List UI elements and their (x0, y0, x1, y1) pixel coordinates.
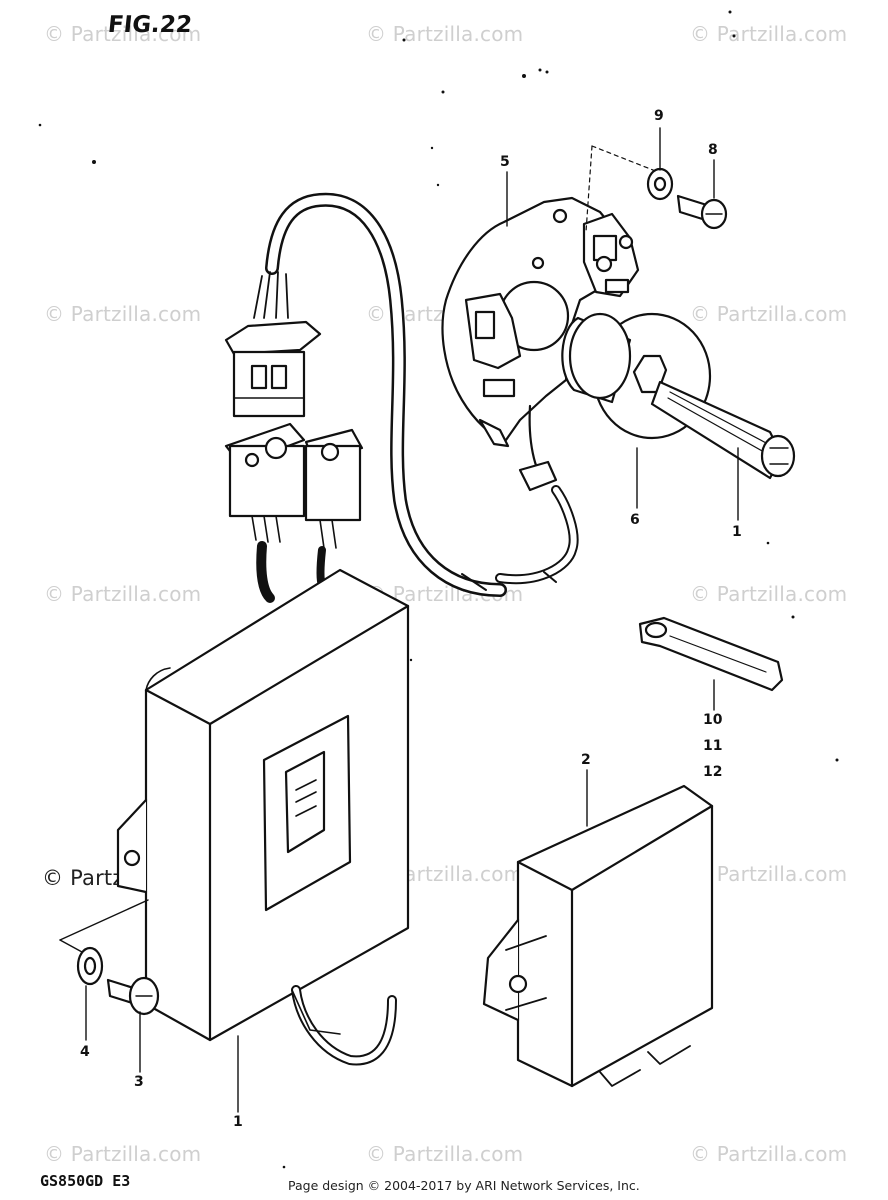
watermark: © Partzilla.com (44, 22, 202, 46)
callout-8: 8 (708, 142, 718, 158)
leader-lines (85, 127, 739, 1113)
callout-4: 4 (80, 1044, 90, 1060)
watermark: © Partzilla.com (44, 1142, 202, 1166)
callout-6: 6 (630, 512, 640, 528)
callout-12: 12 (703, 764, 722, 780)
callout-3: 3 (134, 1074, 144, 1090)
callout-5: 5 (500, 154, 510, 170)
screw-8 (676, 194, 728, 230)
callout-1-bottom: 1 (233, 1114, 243, 1130)
watermark: © Partzilla.com (44, 582, 202, 606)
washer-4 (76, 946, 104, 986)
screw-3 (106, 976, 160, 1016)
watermark: © Partzilla.com (690, 1142, 848, 1166)
watermark: © Partzilla.com (44, 302, 202, 326)
callout-11: 11 (703, 738, 722, 754)
ignitor-unit-small (482, 784, 714, 1088)
signal-rotor (561, 312, 796, 480)
watermark: © Partzilla.com (690, 582, 848, 606)
callout-10: 10 (703, 712, 723, 728)
model-code: GS850GD E3 (40, 1172, 131, 1190)
callouts: 9 8 5 6 1 10 11 12 2 4 3 1 (80, 108, 742, 1130)
watermark: © Partzilla.com (690, 862, 848, 886)
callout-9: 9 (654, 108, 664, 124)
figure-title: FIG.22 (106, 12, 194, 38)
footer-copyright: Page design © 2004-2017 by ARI Network S… (288, 1178, 640, 1193)
scan-speckles (38, 10, 839, 1169)
clamp-strap (638, 616, 784, 692)
callout-1-top: 1 (732, 524, 742, 540)
watermark: © Partzilla.com (690, 302, 848, 326)
callout-2: 2 (581, 752, 591, 768)
signal-generator-plate (441, 196, 640, 492)
wiring-harness (253, 192, 579, 597)
watermark: © Partzilla.com (690, 22, 848, 46)
watermark: © Partzilla.com (366, 1142, 524, 1166)
connector-upper (224, 320, 322, 418)
watermark: © Partzilla.com (366, 22, 524, 46)
washer-9 (646, 167, 674, 201)
ignitor-unit-large (116, 568, 410, 1066)
